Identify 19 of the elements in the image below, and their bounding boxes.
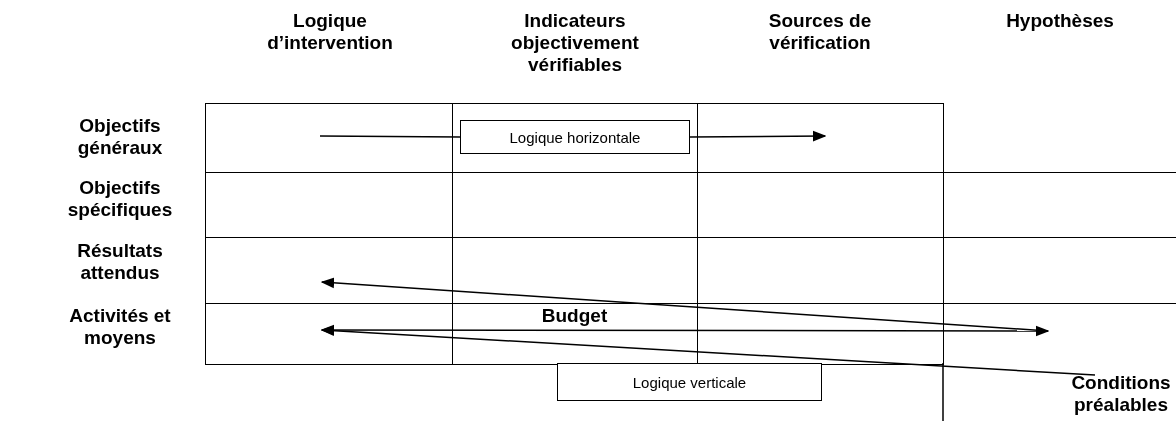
label-box: Logique horizontale — [460, 120, 690, 154]
column-header: Sources de vérification — [767, 10, 873, 54]
cell-text: Budget — [540, 305, 609, 327]
row-header: Objectifs généraux — [76, 115, 164, 159]
arrow — [320, 277, 1049, 332]
row-header: Résultats attendus — [76, 240, 164, 284]
column-header: Hypothèses — [1005, 10, 1115, 32]
table-cell — [205, 237, 452, 305]
table-cell — [205, 103, 452, 174]
table-cell — [943, 303, 1176, 365]
column-header: Indicateurs objectivement vérifiables — [510, 10, 640, 76]
row-header: Activités et moyens — [68, 305, 172, 349]
row-header: Objectifs spécifiques — [66, 177, 174, 221]
column-header: Logique d’intervention — [266, 10, 394, 54]
arrow — [689, 130, 827, 142]
heading-text: Conditions préalables — [1066, 372, 1176, 418]
table-cell — [205, 303, 452, 365]
table-cell — [697, 103, 943, 174]
label-box: Logique verticale — [557, 363, 822, 401]
